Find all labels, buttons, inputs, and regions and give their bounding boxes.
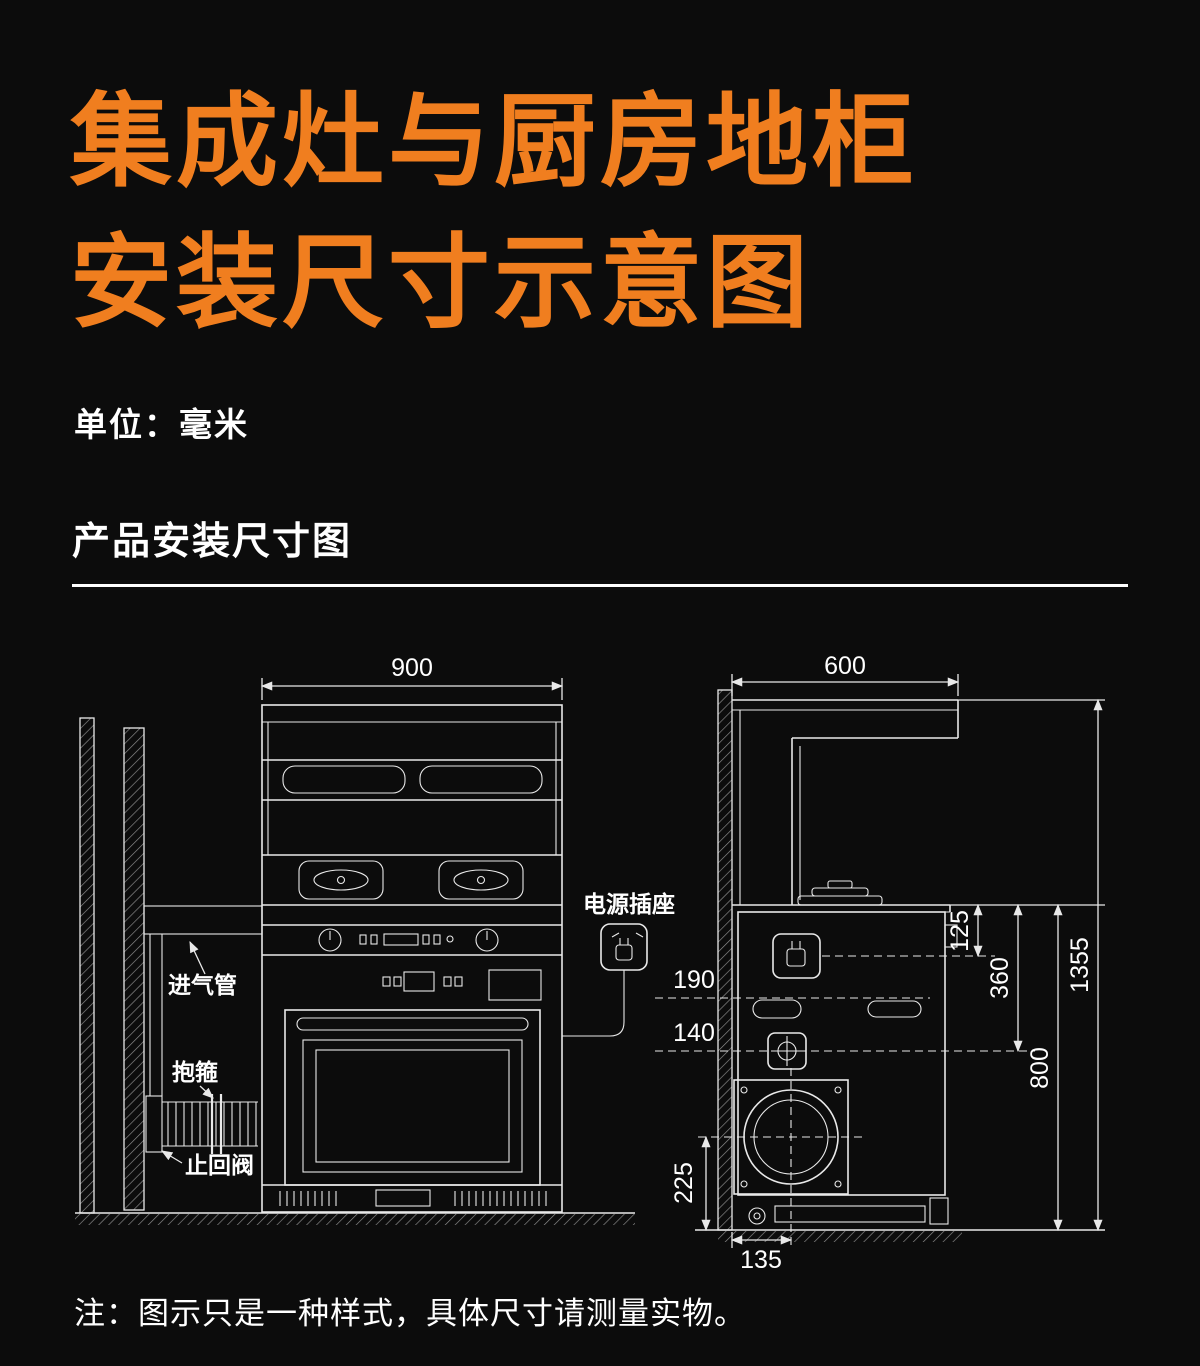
- dimension-125: 125: [946, 903, 983, 958]
- hood-vent-left: [282, 765, 406, 794]
- dimension-800: 800: [1026, 903, 1063, 1232]
- wall-strip-inner: [123, 727, 145, 1211]
- dimension-140: 140: [673, 1019, 715, 1047]
- gas-intake-duct: [143, 905, 263, 1096]
- side-view: 600 125 360 800 1355 190: [655, 652, 1105, 1274]
- labels-front: 进气管 抱箍 止回阀: [161, 940, 254, 1178]
- base-casters: [748, 1197, 949, 1225]
- control-panel: [318, 928, 499, 952]
- dimension-1355: 1355: [1066, 698, 1103, 1232]
- stove-front: [261, 704, 563, 1213]
- unit-label: 单位：毫米: [74, 406, 249, 443]
- title-line-2: 安装尺寸示意图: [70, 225, 812, 340]
- footnote: 注：图示只是一种样式，具体尺寸请测量实物。: [74, 1296, 746, 1331]
- dim-140-label: 140: [673, 1019, 715, 1047]
- side-module: [488, 969, 542, 1001]
- intake-pipe-label: 进气管: [168, 972, 237, 998]
- burner-left: [298, 860, 384, 900]
- secondary-panel: [382, 969, 542, 1001]
- divider-rule: [72, 584, 1128, 587]
- knob-right: [475, 928, 499, 952]
- installation-diagram: 900 进气管 抱箍 止回阀 电源插座: [75, 652, 1105, 1274]
- dim-135-label: 135: [740, 1246, 782, 1274]
- title-line-1: 集成灶与厨房地柜: [70, 85, 918, 199]
- front-view: 900 进气管 抱箍 止回阀 电源插座: [75, 654, 675, 1225]
- side-profile: [732, 699, 959, 1196]
- power-socket-icon: [600, 923, 648, 971]
- cabinet-body: [737, 911, 946, 1196]
- section-title: 产品安装尺寸图: [72, 521, 353, 563]
- power-socket-label: 电源插座: [583, 891, 675, 917]
- bottom-vent: [262, 1184, 562, 1207]
- control-display: [383, 933, 419, 946]
- check-valve-flange: [145, 1095, 163, 1153]
- oven-window: [302, 1039, 523, 1173]
- wall-strip-outer: [79, 717, 95, 1214]
- hose-clamp: [210, 1094, 223, 1154]
- handle-ovals: [752, 999, 922, 1019]
- exhaust-outlet: [698, 1068, 862, 1250]
- dim-600-label: 600: [824, 652, 866, 680]
- stove-outline: [261, 704, 563, 1213]
- knob-left: [318, 928, 342, 952]
- dimension-360: 360: [986, 903, 1023, 1053]
- burner-profile: [797, 880, 883, 906]
- dim-1355-label: 1355: [1066, 937, 1094, 993]
- dimension-900: 900: [260, 654, 564, 700]
- hood-vent-right: [419, 765, 543, 794]
- page-title: 集成灶与厨房地柜 安装尺寸示意图: [70, 72, 918, 354]
- dimension-225: 225: [670, 1135, 711, 1232]
- oven-handle: [296, 1017, 529, 1031]
- dim-225-label: 225: [670, 1162, 698, 1204]
- display-window: [403, 971, 435, 992]
- clamp-label: 抱箍: [172, 1059, 218, 1085]
- power-socket: 电源插座: [562, 891, 675, 1037]
- dimension-190: 190: [673, 966, 715, 994]
- dim-190-label: 190: [673, 966, 715, 994]
- gas-inlet-box: [772, 933, 821, 979]
- dimension-135: 135: [730, 1232, 793, 1274]
- dim-125-label: 125: [946, 910, 974, 952]
- power-cable: [562, 970, 625, 1037]
- ground-hatch-side: [718, 1231, 962, 1242]
- dim-360-label: 360: [986, 957, 1014, 999]
- wall-bracket: [944, 924, 958, 948]
- dimension-600: 600: [730, 652, 960, 696]
- dim-900-label: 900: [391, 654, 433, 682]
- corrugated-hose: [145, 1094, 258, 1154]
- dim-800-label: 800: [1026, 1047, 1054, 1089]
- wall-strip-side: [717, 689, 733, 1231]
- oven-door: [284, 1009, 541, 1186]
- burner-right: [438, 860, 524, 900]
- ground-hatch-front: [75, 1214, 635, 1225]
- check-valve-label: 止回阀: [185, 1152, 254, 1178]
